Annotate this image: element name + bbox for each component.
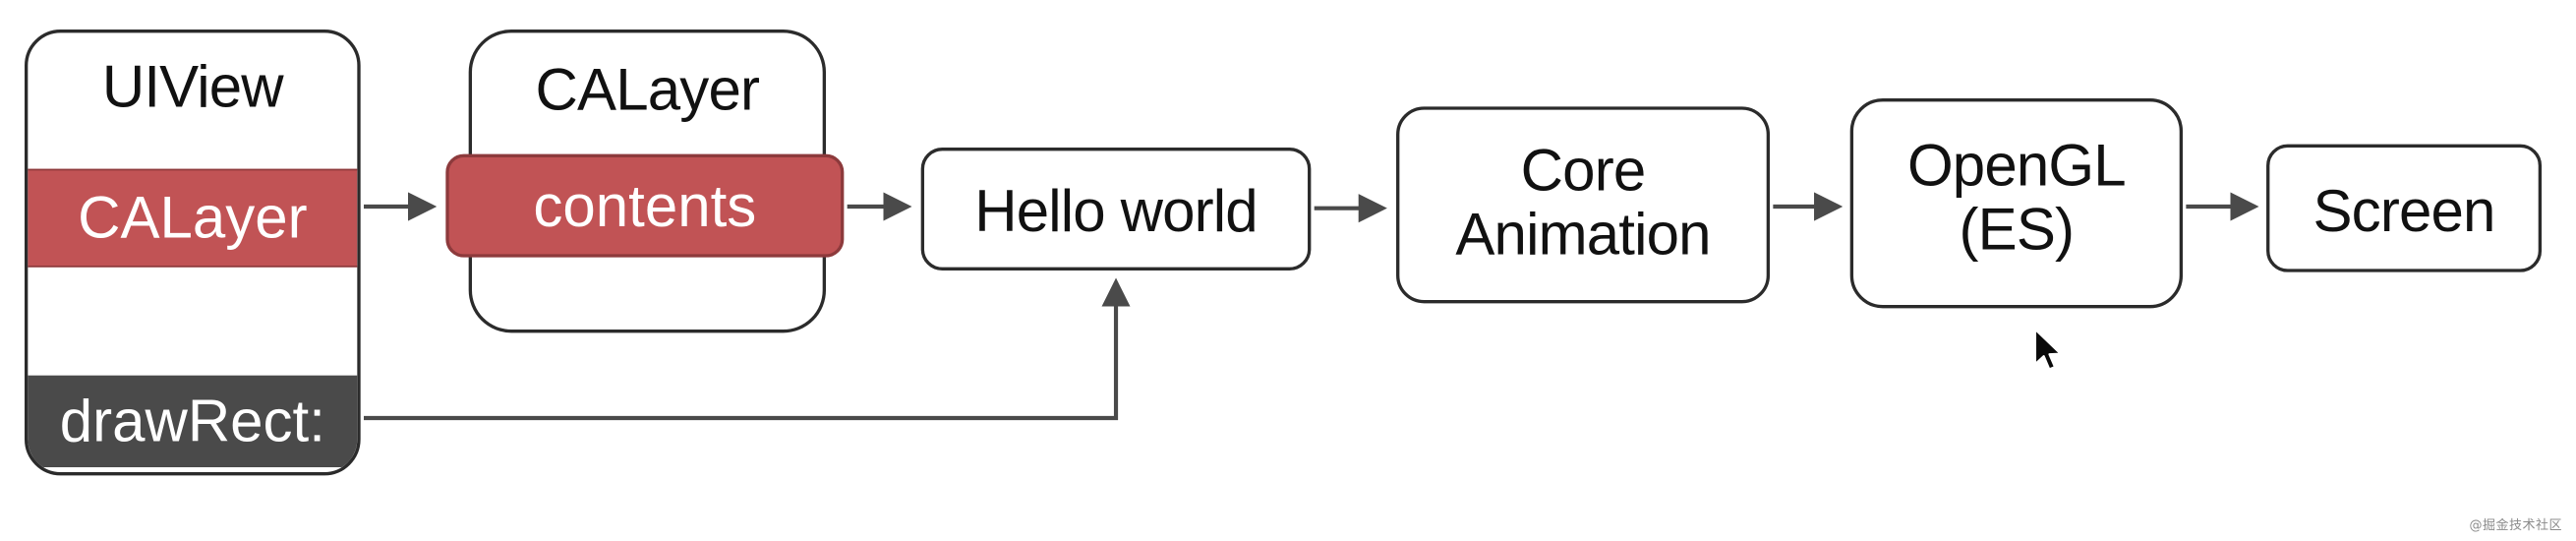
node-hello-world-label: Hello world (974, 177, 1258, 245)
watermark: @掘金技术社区 (2469, 518, 2562, 533)
node-calayer-title: CALayer (535, 55, 760, 124)
node-hello-world[interactable]: Hello world (920, 148, 1312, 271)
mouse-pointer-icon (2032, 328, 2069, 377)
node-screen-label: Screen (2313, 177, 2495, 245)
node-opengl-es[interactable]: OpenGL (ES) (1849, 98, 2184, 309)
node-core-animation[interactable]: Core Animation (1396, 106, 1771, 304)
node-core-animation-label: Core Animation (1455, 136, 1711, 268)
node-uiview-title: UIView (101, 52, 284, 120)
chip-calayer-contents[interactable]: contents (445, 153, 845, 258)
band-uiview-calayer[interactable]: CALayer (28, 168, 358, 268)
node-opengl-es-label: OpenGL (ES) (1906, 131, 2127, 263)
node-uiview[interactable]: UIView CALayer drawRect: (25, 30, 361, 476)
band-uiview-drawrect[interactable]: drawRect: (28, 375, 358, 468)
node-screen[interactable]: Screen (2266, 144, 2543, 272)
